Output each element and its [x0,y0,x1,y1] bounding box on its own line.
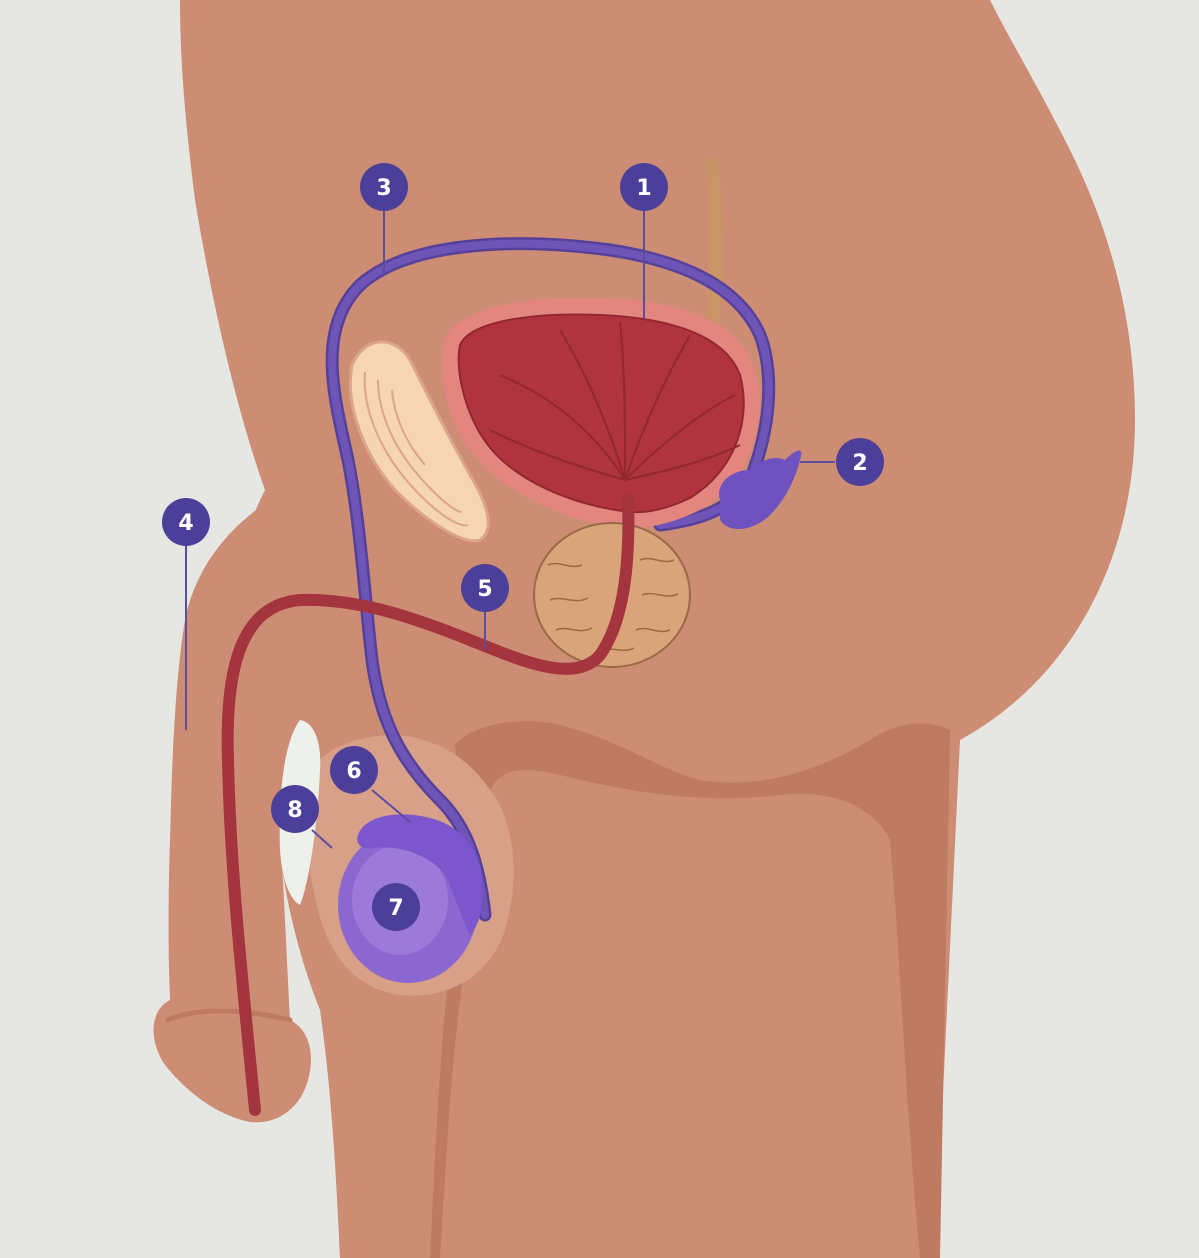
marker-5: 5 [461,564,509,612]
marker-7: 7 [372,883,420,931]
svg-text:5: 5 [477,577,492,602]
marker-6: 6 [330,746,378,794]
svg-text:6: 6 [346,759,361,784]
marker-4: 4 [162,498,210,546]
svg-text:4: 4 [178,511,193,536]
marker-8: 8 [271,785,319,833]
marker-2: 2 [836,438,884,486]
marker-3: 3 [360,163,408,211]
svg-text:2: 2 [852,451,867,476]
svg-text:8: 8 [287,798,302,823]
marker-1: 1 [620,163,668,211]
svg-text:7: 7 [388,896,403,921]
svg-text:3: 3 [376,176,391,201]
svg-text:1: 1 [636,176,651,201]
ureter-tube [710,165,716,340]
